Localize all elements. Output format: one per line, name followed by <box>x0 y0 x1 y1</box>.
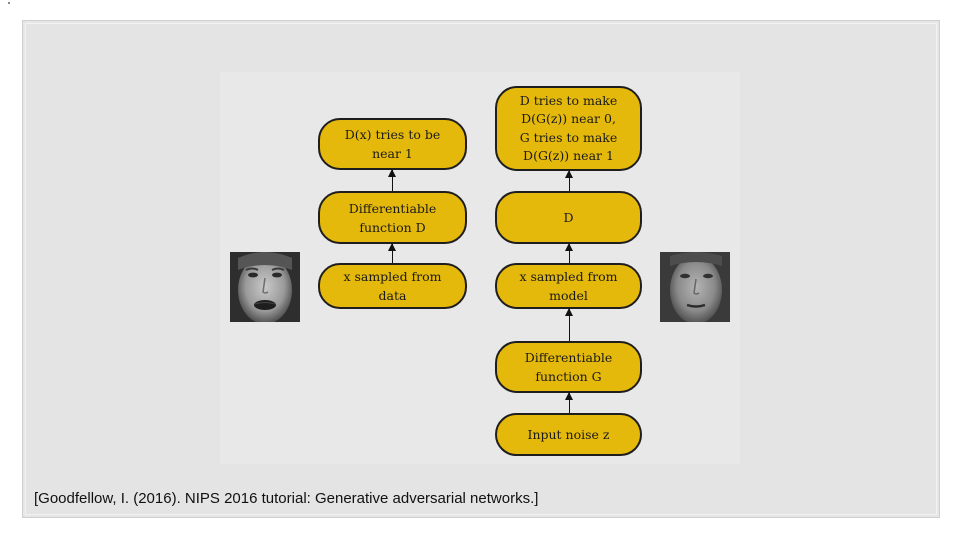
arrow-right-generator-to-sample <box>565 308 573 341</box>
generator-function-box: Differentiable function G <box>495 341 642 393</box>
arrow-right-noise-to-generator <box>565 392 573 413</box>
input-noise-box: Input noise z <box>495 413 642 456</box>
citation-text: [Goodfellow, I. (2016). NIPS 2016 tutori… <box>34 490 539 507</box>
arrow-right-d-to-top <box>565 170 573 191</box>
real-face-image <box>230 252 300 322</box>
discriminator-function-box-right: D <box>495 191 642 244</box>
model-sample-box: x sampled from model <box>495 263 642 309</box>
arrow-left-bottom-to-middle <box>388 243 396 263</box>
minimax-objective-box: D tries to make D(G(z)) near 0, G tries … <box>495 86 642 171</box>
corner-dot <box>8 2 10 4</box>
discriminator-function-box-left: Differentiable function D <box>318 191 467 244</box>
discriminator-real-objective-box: D(x) tries to be near 1 <box>318 118 467 170</box>
real-data-sample-box: x sampled from data <box>318 263 467 309</box>
arrow-right-sample-to-d <box>565 243 573 263</box>
gan-figure <box>220 72 740 464</box>
generated-face-image <box>660 252 730 322</box>
arrow-left-middle-to-top <box>388 169 396 191</box>
